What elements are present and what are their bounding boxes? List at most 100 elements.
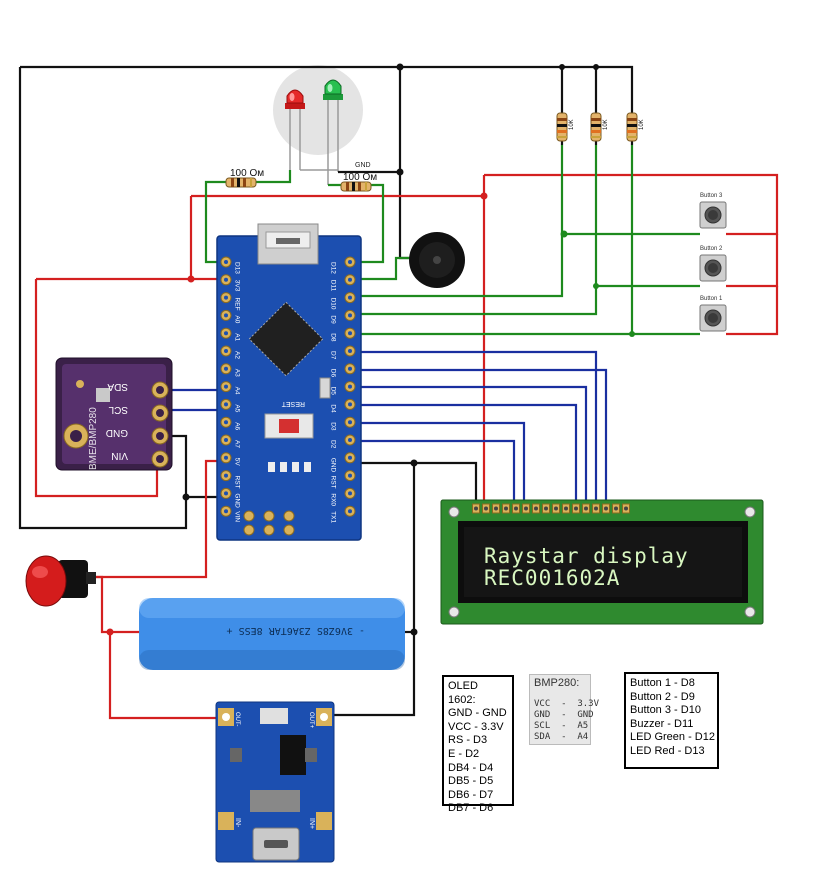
nano-pin-label: D12: [330, 262, 337, 274]
nano-pin-hole: [224, 277, 228, 282]
charger-out-minus: OUT-: [234, 712, 240, 726]
lcd-pin-hole: [594, 506, 598, 511]
sensor-pin-label: SCL: [108, 404, 128, 415]
legend-bmp-row: SCL - A5: [534, 721, 589, 731]
nano-pin-hole: [348, 260, 352, 264]
battery-label: - 3V6Z8S Z3A6TAR 8ESS +: [227, 625, 365, 636]
nano-pin-hole: [348, 331, 352, 336]
nano-pin-label: 5V: [234, 458, 241, 467]
legend-buttons: Button 1 - D8 Button 2 - D9 Button 3 - D…: [624, 672, 719, 769]
nano-pin-label: D9: [330, 315, 337, 324]
nano-pin-hole: [224, 384, 228, 389]
led-backdrop: [273, 65, 363, 155]
button-3: Button 3: [699, 193, 727, 229]
pullup-resistor-1: 10K: [556, 112, 575, 142]
lcd-line-1: Raystar display: [484, 544, 689, 568]
button-1: Button 1: [699, 296, 727, 332]
lcd-pin-hole: [474, 506, 478, 511]
power-switch: [25, 555, 96, 607]
nano-pin-label: D7: [330, 351, 337, 360]
nano-pin-hole: [224, 331, 228, 336]
led-resistor-1-value: 100 Ом: [230, 168, 264, 179]
sensor-board-text: BME/BMP280: [88, 407, 99, 470]
legend-buttons-row: LED Green - D12: [630, 731, 715, 744]
nano-pin-hole: [224, 260, 228, 264]
nano-pin-hole: [348, 313, 352, 318]
nano-pin-label: D11: [330, 280, 337, 292]
charger-out-plus: OUT+: [308, 712, 314, 729]
lcd-pin-hole: [614, 506, 618, 511]
nano-pin-label: D8: [330, 333, 337, 342]
buzzer: [409, 232, 465, 288]
nano-pin-label: D3: [330, 422, 337, 431]
nano-pin-label: A5: [234, 404, 241, 412]
reset-label: RESET: [281, 400, 305, 407]
nano-pin-label: A7: [234, 440, 241, 448]
data-wires: [170, 350, 608, 508]
nano-pin-label: TX1: [330, 511, 337, 523]
nano-pin-hole: [224, 402, 228, 407]
signal-wires: [204, 145, 700, 336]
red-led: [285, 89, 305, 170]
legend-oled-title: OLED 1602:: [448, 680, 478, 706]
nano-pin-hole: [348, 420, 352, 425]
led-group: GND: [273, 65, 371, 185]
legend-oled-row: DB5 - D5: [448, 775, 494, 788]
button-1-label: Button 1: [700, 296, 723, 302]
legend-oled-row: RS - D3: [448, 734, 488, 747]
pullup-1-value: 10K: [569, 119, 575, 130]
nano-pin-hole: [348, 295, 352, 300]
sensor-pin-hole: [156, 432, 164, 440]
legend-buttons-row: Button 1 - D8: [630, 677, 695, 689]
nano-pin-label: D13: [234, 262, 241, 274]
nano-pin-label: A2: [234, 351, 241, 359]
nano-pin-hole: [348, 491, 352, 496]
legend-bmp-row: GND - GND: [534, 710, 594, 720]
nano-pin-hole: [224, 473, 228, 478]
nano-pin-label: D10: [330, 298, 337, 310]
legend-oled: OLED 1602: GND - GND VCC - 3.3V RS - D3 …: [442, 675, 514, 814]
legend-oled-row: GND - GND: [448, 707, 507, 720]
nano-pin-hole: [224, 366, 228, 371]
lcd-pin-hole: [574, 506, 578, 511]
nano-pin-hole: [348, 366, 352, 371]
lcd-pin-hole: [484, 506, 488, 511]
sensor-pin-label: VIN: [111, 450, 128, 461]
lcd-1602: [440, 499, 764, 625]
legend-bmp-row: SDA - A4: [534, 732, 589, 742]
lcd-line-2: REC001602A: [484, 566, 621, 590]
green-led: [323, 79, 343, 185]
signal-junctions: [560, 230, 635, 337]
sensor-pin-hole: [156, 409, 164, 417]
pullup-3-value: 10K: [639, 119, 645, 130]
nano-pin-label: RST: [330, 476, 337, 489]
mcu-chip: [248, 301, 324, 377]
lcd-pin-hole: [564, 506, 568, 511]
nano-pin-label: A0: [234, 315, 241, 323]
legend-oled-row: DB6 - D7: [448, 788, 494, 801]
lcd-pin-hole: [524, 506, 528, 511]
pullup-resistor-2: 10K: [590, 112, 609, 142]
charger-in-minus: IN-: [234, 818, 241, 828]
nano-pin-hole: [348, 455, 352, 460]
button-2-label: Button 2: [700, 246, 723, 252]
battery-18650: - 3V6Z8S Z3A6TAR 8ESS +: [139, 598, 405, 670]
legend-buttons-row: Button 3 - D10: [630, 704, 701, 717]
nano-pin-label: A6: [234, 422, 241, 430]
sensor-pin-label: GND: [106, 427, 128, 438]
nano-pin-hole: [224, 455, 228, 460]
led-resistor-2-value: 100 Ом: [343, 172, 377, 183]
sensor-pin-label: SDA: [107, 381, 128, 392]
nano-pin-label: 3V3: [234, 280, 241, 292]
lcd-pin-hole: [554, 506, 558, 511]
nano-pin-hole: [224, 420, 228, 425]
legend-buttons-row: LED Red - D13: [630, 744, 705, 757]
lcd-header-pins: [472, 503, 630, 514]
nano-pin-label: D2: [330, 440, 337, 449]
nano-pin-label: D6: [330, 369, 337, 378]
led-resistor-1: 100 Ом: [212, 168, 280, 188]
